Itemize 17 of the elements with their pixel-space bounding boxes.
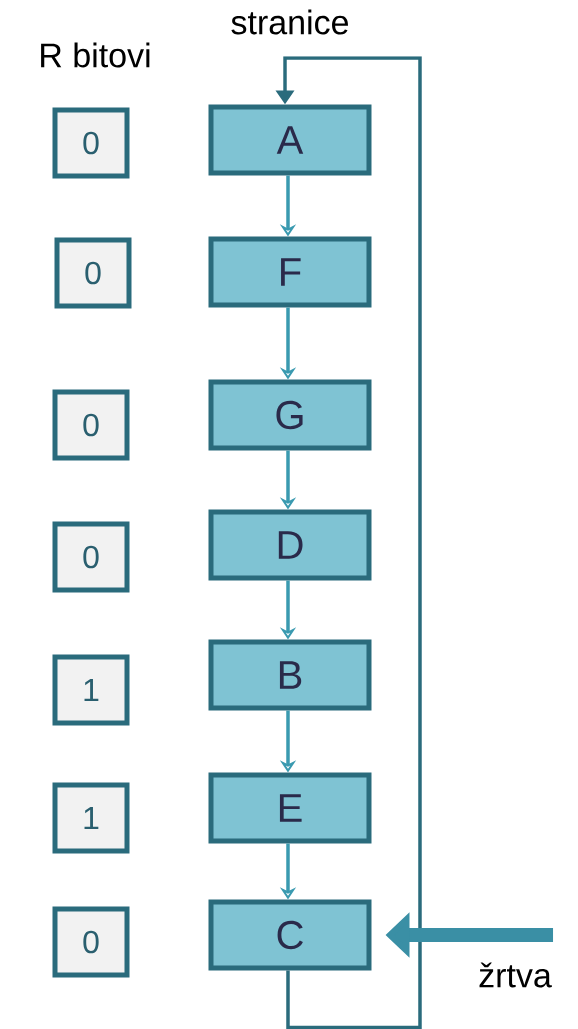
page-box: D [208,509,372,581]
bit-box: 0 [52,521,130,593]
bit-box: 0 [52,107,130,179]
page-box: C [208,899,372,971]
page-box: A [208,104,372,176]
bit-box: 1 [52,654,130,726]
bit-box: 0 [54,237,132,309]
bit-box: 0 [52,389,130,461]
pointer-label: žrtva [479,962,552,988]
heading-label: stranice [231,9,348,35]
heading-label: R bitovi [41,42,150,68]
bit-box: 1 [52,782,130,854]
bit-box: 0 [52,906,130,978]
page-box: E [208,772,372,844]
page-box: G [208,379,372,451]
page-box: B [208,639,372,711]
page-box: F [208,236,372,308]
